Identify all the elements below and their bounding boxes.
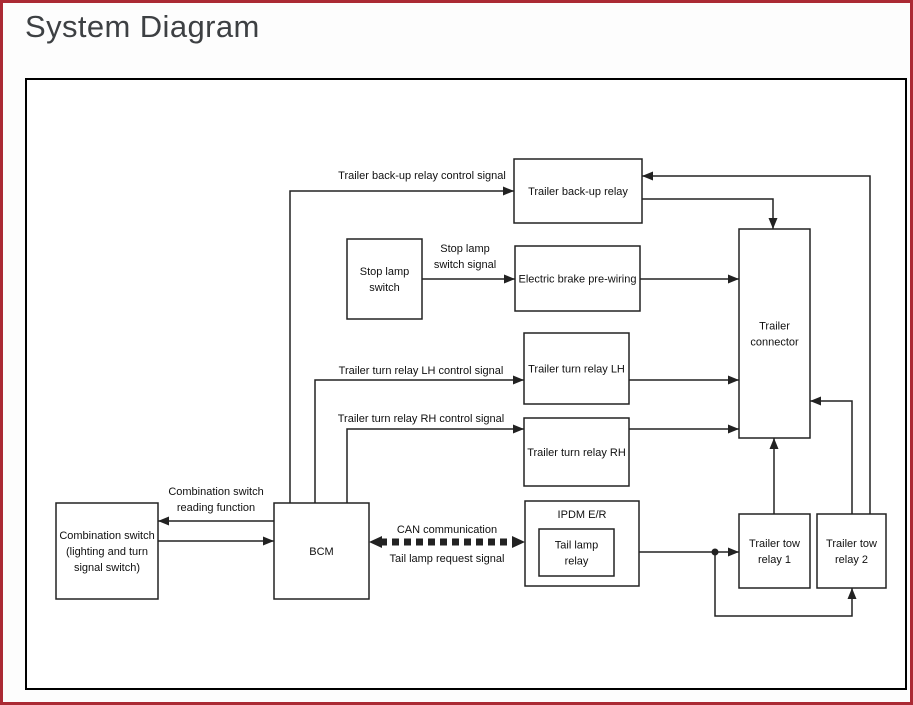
box-label-electric-brake-pre-wiring: Electric brake pre-wiring: [519, 274, 637, 286]
box-stop-lamp-switch: [346, 238, 423, 320]
box-electric-brake-pre-wiring: [514, 245, 641, 312]
box-trailer-tow-relay-1: [738, 513, 811, 589]
box-trailer-backup-relay: [513, 158, 643, 224]
page-title: System Diagram: [25, 9, 260, 44]
turn-lh-control-label: Trailer turn relay LH control signal: [339, 365, 504, 377]
box-bcm: [273, 502, 370, 600]
connector-tow2-to-connector-right: [810, 396, 853, 514]
box-label-bcm: BCM: [309, 546, 333, 558]
box-label-trailer-turn-relay-lh: Trailer turn relay LH: [528, 364, 625, 376]
connector-backup-to-connector-top: [642, 198, 778, 229]
box-trailer-turn-relay-lh: [523, 332, 630, 405]
connector-branch-to-tow2-bottom: [714, 552, 857, 617]
box-trailer-turn-relay-rh: [523, 417, 630, 487]
connector-tow2-to-backup-relay: [642, 171, 871, 514]
turn-rh-control-label: Trailer turn relay RH control signal: [338, 413, 504, 425]
box-trailer-connector: [738, 228, 811, 439]
can-communication-label: CAN communication: [397, 524, 497, 536]
connector-backup-relay-control: [289, 186, 514, 503]
box-label-trailer-turn-relay-rh: Trailer turn relay RH: [527, 447, 626, 459]
connector-turn-relay-lh-control: [314, 375, 524, 503]
box-tail-lamp-relay: [538, 528, 615, 577]
backup-relay-control-label: Trailer back-up relay control signal: [338, 170, 506, 182]
box-combination-switch: [55, 502, 159, 600]
box-label-trailer-backup-relay: Trailer back-up relay: [528, 186, 628, 198]
box-trailer-tow-relay-2: [816, 513, 887, 589]
box-label-ipdm-er: IPDM E/R: [558, 509, 607, 521]
tail-lamp-request-label: Tail lamp request signal: [390, 553, 505, 565]
can-arrowhead-left: [369, 536, 382, 548]
junction-dot-0: [711, 548, 719, 556]
connector-turn-relay-rh-control: [346, 424, 524, 503]
can-arrowhead-right: [512, 536, 525, 548]
